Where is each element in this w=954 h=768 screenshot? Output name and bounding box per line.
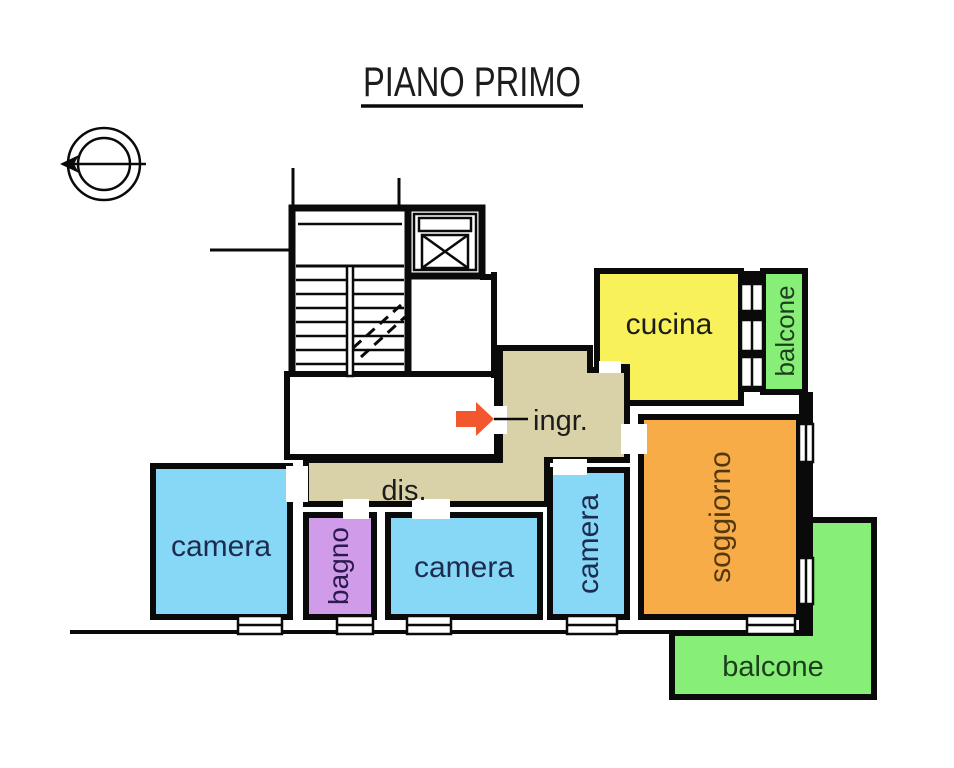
windows-bottom-wall [236, 614, 797, 636]
door-opening-bagno [343, 499, 369, 519]
entrance-arrow-shaft [456, 411, 476, 427]
label-camera-right: camera [572, 494, 605, 594]
door-opening-soggiorno [621, 424, 647, 454]
compass-arrowhead [60, 155, 79, 173]
label-camera-left: camera [171, 530, 271, 563]
stair-details [296, 222, 407, 378]
door-opening-cucina [599, 361, 621, 373]
elevator-door [417, 216, 473, 233]
room-camera-left [150, 463, 293, 620]
north-compass-icon [60, 126, 146, 202]
entrance-arrow-head [476, 402, 494, 436]
entrance-arrow [456, 402, 528, 436]
stair-divider-wall [345, 264, 355, 378]
label-cucina: cucina [626, 308, 713, 341]
label-disimpegno: dis. [381, 475, 426, 507]
door-opening-camera-right [553, 459, 587, 475]
door-opening-camera-center [412, 499, 450, 519]
label-soggiorno: soggiorno [704, 451, 737, 583]
page-title: PIANO PRIMO [363, 58, 581, 105]
label-ingresso: ingr. [533, 405, 588, 437]
elevator-cross-line [421, 233, 469, 270]
door-opening-camera-left [286, 466, 308, 502]
stair-section-dashed-line [359, 315, 407, 359]
label-balcone-bottom: balcone [722, 651, 824, 683]
elevator-details [412, 212, 478, 272]
label-camera-center: camera [414, 551, 514, 584]
room-camera-center [385, 512, 543, 620]
stair-section-dashed-line [351, 303, 403, 350]
door-openings [286, 361, 647, 519]
label-balcone-top: balcone [770, 285, 800, 376]
windows-cucina-balcone [739, 282, 765, 389]
label-bagno: bagno [323, 527, 354, 605]
windows-soggiorno-right [797, 422, 815, 606]
